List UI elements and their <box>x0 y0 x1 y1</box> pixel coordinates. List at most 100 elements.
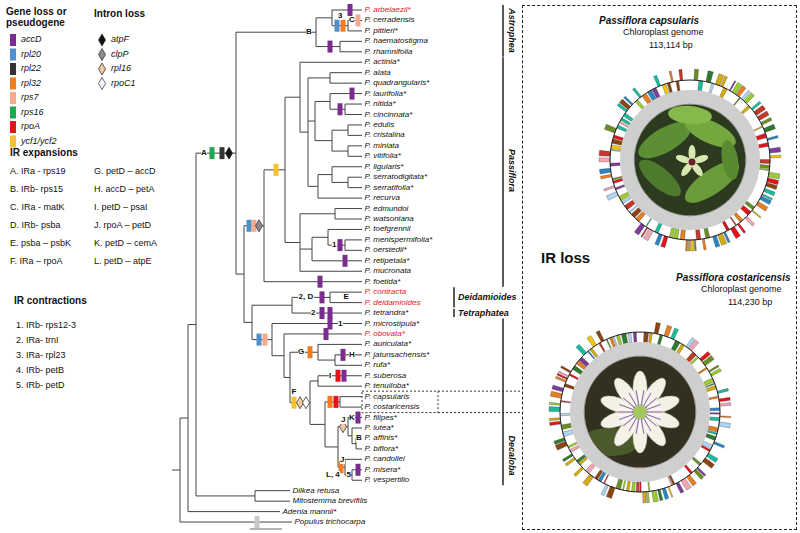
gene-block <box>610 163 620 166</box>
gene-block <box>692 457 701 466</box>
branch-event-label: B <box>306 28 313 36</box>
gene-loss-mark <box>335 20 340 32</box>
clade-name: Deidamioides <box>458 293 517 302</box>
taxon-label: Dilkea retusa <box>293 487 340 495</box>
scale-bar <box>250 529 282 530</box>
gene-block <box>694 69 699 80</box>
gene-block <box>613 336 618 346</box>
gene-loss-mark <box>334 396 339 408</box>
gene-block <box>669 228 675 239</box>
legend-text: rpl16 <box>111 64 131 74</box>
gene-block <box>633 88 642 98</box>
contraction-item: 4. IRb- petB <box>16 366 64 376</box>
clade-bar <box>502 319 504 486</box>
gene-block <box>549 407 560 412</box>
gene-loss-mark <box>324 328 329 340</box>
gene-loss-mark <box>328 396 333 408</box>
gene-block <box>616 335 622 345</box>
gene-block <box>649 333 653 343</box>
taxon-label: P. rhamnifolia <box>365 48 413 56</box>
legend-text: accD <box>21 35 42 45</box>
gene-block <box>655 223 662 234</box>
gene-block <box>654 322 660 334</box>
gene-loss-mark <box>350 88 355 100</box>
legend-text: ycf1/ycf2 <box>21 137 57 147</box>
taxon-label: P. rufa* <box>365 361 391 369</box>
gene-block <box>599 150 610 156</box>
corona-filament <box>618 412 634 413</box>
intron-loss-mark <box>256 220 263 232</box>
gene-block <box>648 481 650 491</box>
gene-block <box>733 97 740 105</box>
gene-block <box>574 467 584 477</box>
clade-name: Tetraphatea <box>458 309 509 318</box>
taxon-label: P. mucronata <box>365 267 412 275</box>
gene-block <box>550 421 561 425</box>
photo-ground <box>630 100 750 220</box>
flower-centre <box>633 405 647 419</box>
gene-block <box>694 240 696 251</box>
flower-photo <box>580 352 700 472</box>
contraction-item: 1. IRb- rps12-3 <box>16 321 76 331</box>
expansion-item: B. IRb- rps15 <box>10 185 63 195</box>
photo-ground <box>580 352 700 472</box>
taxon-label: P. arbelaezii* <box>365 6 411 14</box>
taxon-label: P. quadrangularis* <box>365 79 430 87</box>
gene-block <box>549 418 560 421</box>
flower-photo <box>630 100 750 220</box>
gene-block <box>702 239 706 250</box>
legend-diamond <box>99 49 106 61</box>
taxon-label: P. laurifolia* <box>365 90 407 98</box>
taxon-label: P. deidamioides <box>365 299 421 307</box>
tree-branches <box>172 10 362 522</box>
gene-block <box>752 210 761 218</box>
gene-block <box>768 172 780 179</box>
leaf <box>634 154 687 203</box>
gene-block <box>679 69 683 80</box>
gene-block <box>645 218 651 227</box>
corona-filament <box>641 418 644 434</box>
taxon-label: P. ligularis* <box>365 163 404 171</box>
gene-block <box>709 396 719 400</box>
gene-block <box>710 408 720 411</box>
branch-event-label: K <box>349 414 356 422</box>
gene-block <box>562 454 573 462</box>
branch-event-label: J <box>340 456 345 464</box>
gene-block <box>558 371 568 377</box>
intron-loss-mark <box>226 147 233 159</box>
flower-centre <box>689 159 696 166</box>
gene-block <box>606 486 615 498</box>
expansion-item: E. psba – psbK <box>10 239 71 249</box>
gene-block <box>698 367 707 374</box>
gene-loss-mark <box>247 220 252 232</box>
legend-text: rpl20 <box>21 50 41 60</box>
gene-block <box>737 223 745 233</box>
branch-event-label: 1 <box>338 320 343 328</box>
branch-event-label: C <box>349 16 356 24</box>
gene-block <box>760 165 770 169</box>
gene-block <box>720 403 731 407</box>
legend-diamond <box>99 63 106 75</box>
taxon-label: P. pittieri* <box>365 27 398 35</box>
branch-event-label: 3 <box>338 12 343 20</box>
gene-block <box>719 397 730 401</box>
taxon-label: P. capsularis <box>365 393 410 401</box>
gene-loss-mark <box>341 20 346 32</box>
corona-filament <box>640 418 641 434</box>
taxon-label: P. cristalina <box>365 131 405 139</box>
gene-block <box>599 343 606 353</box>
gene-block <box>688 240 690 251</box>
taxon-label: P. vitifolia* <box>365 152 401 160</box>
gene-block <box>753 126 763 131</box>
gene-loss-mark <box>338 239 343 251</box>
clade-name: Astrophea <box>506 9 515 54</box>
clade-bar <box>453 309 455 317</box>
legend-text: rpl32 <box>21 79 41 89</box>
expansion-item: A. IRa - rps19 <box>10 167 66 177</box>
corona-filament <box>636 390 639 406</box>
gene-loss-mark <box>308 346 313 358</box>
contraction-item: 5. IRb- petD <box>16 381 65 391</box>
gene-block <box>668 476 673 486</box>
gene-block <box>561 400 571 403</box>
